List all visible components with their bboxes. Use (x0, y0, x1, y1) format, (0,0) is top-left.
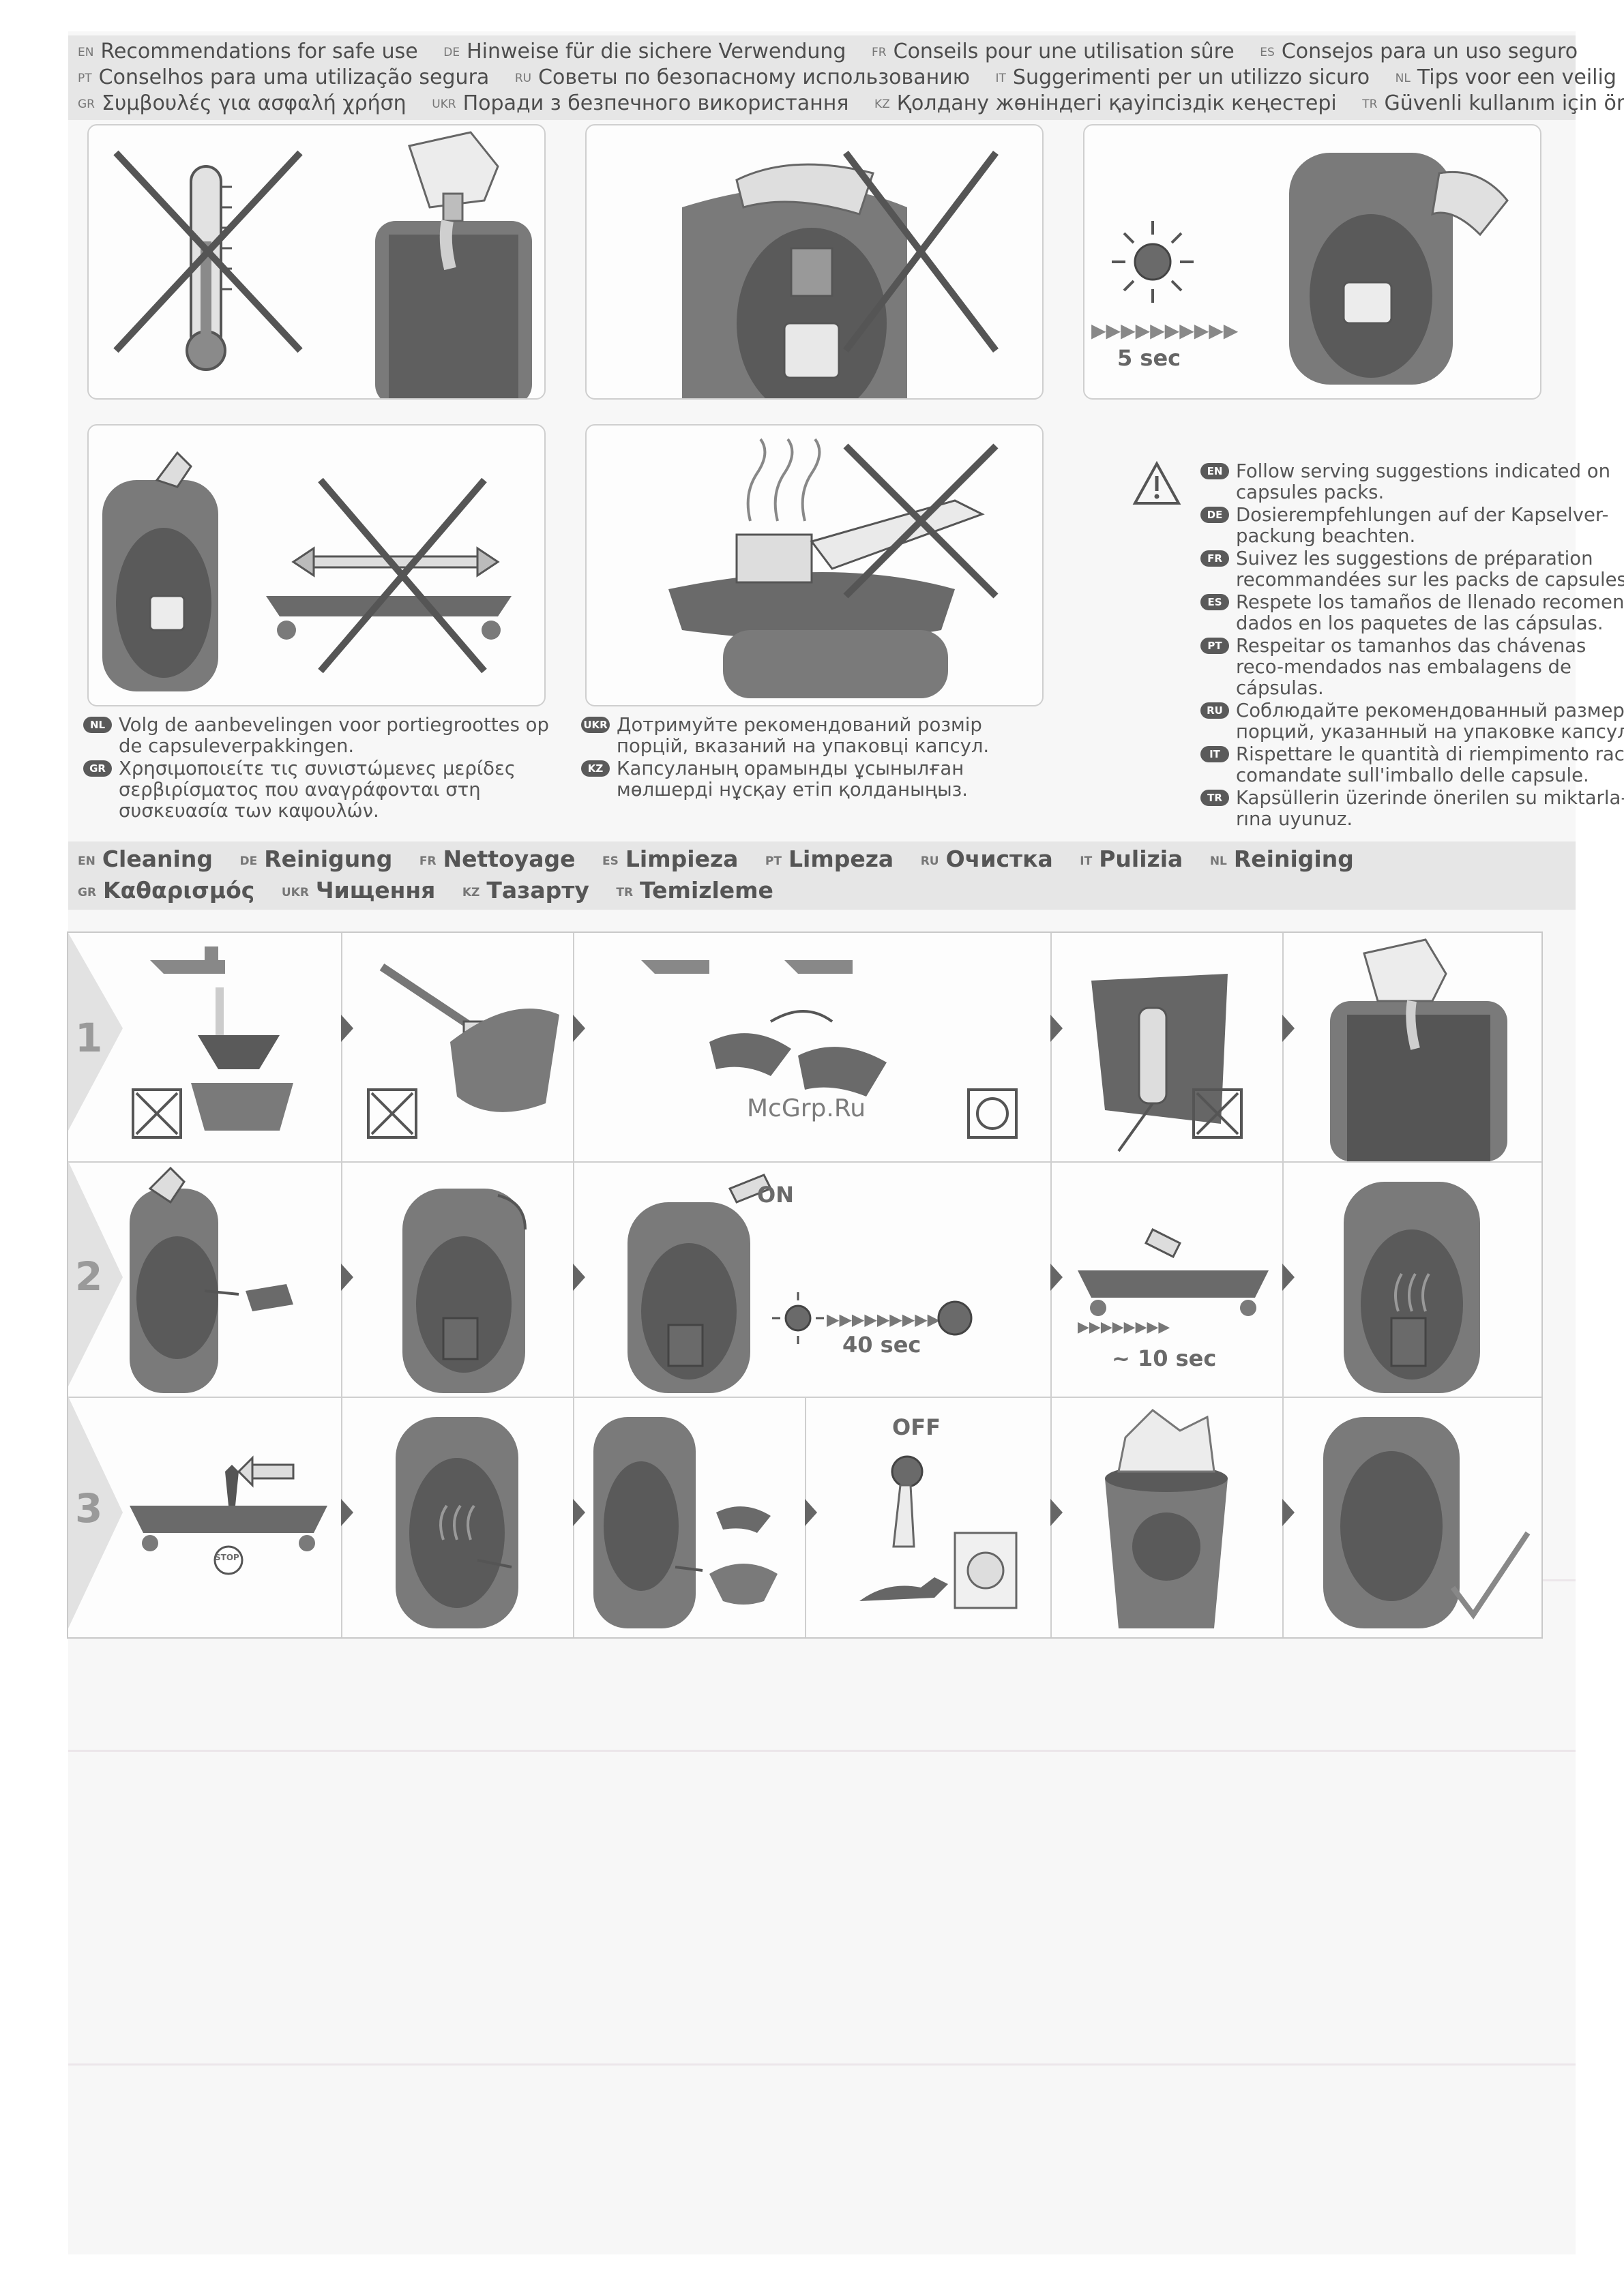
title-fr: Conseils pour une utilisation sûre (893, 40, 1235, 63)
title-es: Consejos para un uso seguro (1281, 40, 1578, 63)
title-kz: Қолдану жөніндегі қауіпсіздік кеңестері (896, 91, 1337, 115)
step2-number: 2 (75, 1253, 103, 1300)
step1-number: 1 (75, 1015, 103, 1061)
title-ukr: Поради з безпечного використання (462, 91, 849, 115)
steam-cup-illustration (1282, 1182, 1480, 1393)
title-de: Hinweise für die sichere Verwendung (467, 40, 846, 63)
clean-tank-inside-illustration (1050, 974, 1243, 1152)
step1-cell-5 (1282, 933, 1541, 1163)
title-gr: Συμβουλές για ασφαλή χρήση (102, 91, 407, 115)
timer-5sec-label: 5 sec (1117, 345, 1181, 371)
on-label: ON (757, 1182, 794, 1208)
refill-tank-illustration (1282, 938, 1507, 1161)
step3-cell-3 (573, 1397, 806, 1637)
title-pt: Conselhos para uma utilização segura (98, 65, 490, 89)
discard-capsule-bin-illustration (1050, 1409, 1228, 1628)
step2-cell-1: 2 (68, 1161, 342, 1398)
scan-line (68, 1750, 1576, 1752)
steam-hand-crossed-illustration (668, 438, 999, 698)
capsule-holder-crossed-illustration (682, 150, 999, 398)
stop-label: STOP (215, 1553, 239, 1562)
stop-lever-illustration (68, 1397, 327, 1628)
step1-cell-2 (341, 933, 574, 1163)
panel-no-hot-water (87, 124, 546, 400)
panel-no-move-tray (87, 424, 546, 706)
power-on-40sec-illustration: ▶▶▶▶▶▶▶▶▶▶ (573, 1174, 973, 1393)
step1-cell-4 (1050, 933, 1284, 1163)
step2-cell-2 (341, 1161, 574, 1398)
svg-text:▶▶▶▶▶▶▶▶▶▶: ▶▶▶▶▶▶▶▶▶▶ (827, 1310, 953, 1329)
warning-icon (1132, 461, 1181, 505)
step2-cell-5 (1282, 1161, 1541, 1398)
panel-power-5sec: ▶▶▶▶▶▶▶▶▶▶ 5 sec (1083, 124, 1541, 400)
empty-drip-tray-illustration (573, 1417, 778, 1628)
thermometer-crossed-illustration (113, 131, 532, 398)
step1-cell-1: 1 (68, 933, 342, 1163)
remove-capsule-illustration (68, 1161, 293, 1393)
lever-10sec-illustration: ▶▶▶▶▶▶▶▶ (1050, 1227, 1269, 1336)
title-it: Suggerimenti per un utilizzo sicuro (1012, 65, 1370, 89)
cleaning-steps-grid: 1 (67, 931, 1543, 1639)
title-nl: Tips voor een veilig gebrui (1417, 65, 1624, 89)
step3-cell-1: 3 STOP (68, 1397, 342, 1637)
step3-number: 3 (75, 1485, 103, 1532)
step2-cell-3: ▶▶▶▶▶▶▶▶▶▶ ON 40 sec (573, 1161, 1052, 1398)
svg-text:▶▶▶▶▶▶▶▶▶▶: ▶▶▶▶▶▶▶▶▶▶ (1091, 319, 1239, 342)
panel-no-touch-steam (585, 424, 1044, 706)
timer-10sec-label: ~ 10 sec (1112, 1345, 1217, 1371)
step3-cell-5 (1050, 1397, 1284, 1637)
step1-cell-3 (573, 933, 1052, 1163)
title-ru: Советы по безопасному использованию (538, 65, 970, 89)
title-tr: Güvenli kullanım için öneriler (1384, 91, 1624, 115)
watermark: McGrp.Ru (747, 1094, 866, 1122)
done-checkmark-illustration (1282, 1417, 1531, 1628)
step3-cell-2 (341, 1397, 574, 1637)
power-button-illustration: ▶▶▶▶▶▶▶▶▶▶ (1091, 153, 1509, 385)
svg-text:▶▶▶▶▶▶▶▶: ▶▶▶▶▶▶▶▶ (1078, 1319, 1170, 1336)
drip-tray-crossed-illustration (102, 451, 512, 691)
rinse-water-tank-illustration (68, 933, 293, 1139)
brush-cleaning-illustration (341, 964, 559, 1139)
title-en: Recommendations for safe use (100, 40, 418, 63)
rinse-capsule-holder-illustration (573, 960, 1018, 1139)
steam-stop-illustration (341, 1417, 518, 1628)
step2-cell-4: ▶▶▶▶▶▶▶▶ ~ 10 sec (1050, 1161, 1284, 1398)
unplug-illustration (805, 1455, 1018, 1609)
scan-line (68, 2063, 1576, 2066)
step3-cell-4: OFF (805, 1397, 1052, 1637)
off-label: OFF (892, 1414, 941, 1440)
panel-no-touch-capsule (585, 124, 1044, 400)
timer-40sec-label: 40 sec (842, 1332, 921, 1358)
step3-cell-6 (1282, 1397, 1541, 1637)
close-lever-cup-illustration (341, 1189, 527, 1393)
